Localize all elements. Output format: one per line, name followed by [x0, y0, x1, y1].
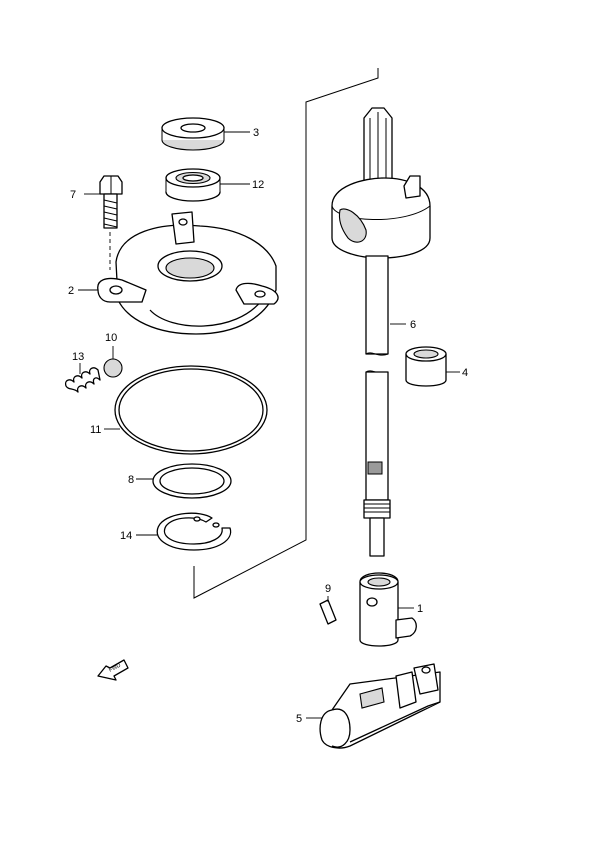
fwd-arrow-label: FWD — [108, 663, 122, 674]
part-cam — [359, 572, 417, 647]
callout-9: 9 — [325, 583, 331, 595]
part-ring — [152, 463, 232, 499]
part-o-ring — [114, 365, 268, 455]
callout-13: 13 — [72, 351, 84, 363]
callout-8: 8 — [128, 474, 134, 486]
callout-1: 1 — [417, 603, 423, 615]
callout-3: 3 — [253, 127, 259, 139]
fwd-arrow-icon: FWD — [97, 659, 129, 681]
callout-4: 4 — [462, 367, 468, 379]
part-bolt — [99, 175, 123, 270]
callout-7: 7 — [70, 189, 76, 201]
callout-2: 2 — [68, 285, 74, 297]
callout-12: 12 — [252, 179, 264, 191]
part-spring — [64, 367, 101, 393]
part-circlip — [156, 512, 232, 551]
part-pin — [319, 599, 337, 625]
callout-10: 10 — [105, 332, 117, 344]
callout-14: 14 — [120, 530, 132, 542]
callout-6: 6 — [410, 319, 416, 331]
part-housing — [97, 211, 279, 335]
part-ball — [103, 358, 123, 378]
part-clutch-slider — [319, 663, 441, 749]
leader-lines — [78, 131, 460, 719]
part-washer — [161, 117, 225, 151]
part-shift-shaft — [331, 107, 431, 557]
callout-5: 5 — [296, 713, 302, 725]
callout-11: 11 — [90, 424, 101, 436]
assembly-bracket-line — [193, 68, 379, 599]
part-oil-seal — [165, 168, 221, 202]
part-bushing — [405, 346, 447, 387]
